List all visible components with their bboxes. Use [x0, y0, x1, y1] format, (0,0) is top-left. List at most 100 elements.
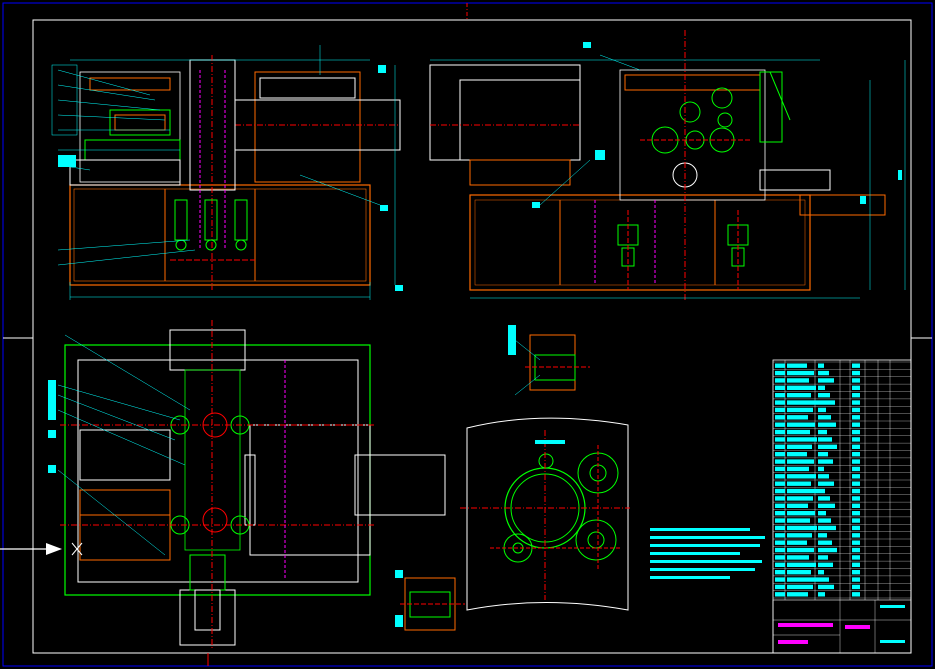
title-block-cell-text: [818, 562, 833, 567]
title-block-cell-text: [787, 496, 813, 501]
title-block-cell-text: [787, 481, 811, 486]
title-block-cell-text: [775, 400, 785, 405]
title-block-cell-text: [787, 466, 809, 472]
title-block-cell-text: [775, 584, 785, 590]
title-block-cell-text: [818, 400, 835, 405]
title-block-cell-text: [818, 452, 828, 457]
title-block-cell-text: [818, 474, 829, 479]
title-block-cell-text: [787, 444, 812, 449]
title-block-cell-text: [787, 400, 818, 405]
title-block-cell-text: [787, 562, 816, 567]
title-block-cell-text: [818, 577, 829, 582]
title-block-cell-text: [852, 370, 860, 376]
title-block-cell-text: [818, 459, 833, 464]
title-block-cell-text: [852, 429, 860, 435]
title-block-cell-text: [818, 444, 837, 449]
title-block-cell-text: [852, 459, 860, 464]
title-block-cell-text: [775, 407, 785, 413]
title-block-cell-text: [775, 562, 785, 567]
title-block-cell-text: [787, 459, 814, 464]
title-block-cell-text: [852, 511, 860, 516]
title-block-cell-text: [818, 547, 837, 553]
title-block-cell-text: [775, 555, 785, 560]
title-block-cell-text: [787, 363, 807, 368]
title-block-cell-text: [787, 429, 810, 435]
title-block-cell-text: [818, 503, 835, 508]
title-block-cell-text: [852, 555, 860, 560]
drawing-frame: [32, 19, 912, 654]
title-block-cell-text: [775, 540, 785, 545]
title-block-cell-text: [775, 452, 785, 457]
title-block-cell-text: [852, 400, 860, 405]
title-block-cell-text: [775, 481, 785, 486]
title-block-cell-text: [852, 452, 860, 457]
title-block-cell-text: [818, 422, 836, 427]
title-block-cell-text: [775, 422, 785, 427]
title-block-cell-text: [775, 570, 785, 575]
title-block-cell-text: [775, 496, 785, 501]
title-block-cell-text: [787, 488, 818, 494]
title-block-cell-text: [852, 415, 860, 420]
title-block-cell-text: [775, 437, 785, 442]
title-block-cell-text: [852, 466, 860, 472]
title-block-cell-text: [818, 525, 836, 531]
title-block-cell-text: [852, 393, 860, 398]
title-block-cell-text: [818, 437, 832, 442]
title-block-cell-text: [787, 547, 814, 553]
title-block-cell-text: [787, 540, 807, 545]
title-block-cell-text: [775, 363, 785, 368]
title-block-cell-text: [852, 474, 860, 479]
title-block-cell-text: [852, 547, 860, 553]
title-block-cell-text: [775, 592, 785, 597]
title-block-cell-text: [852, 437, 860, 442]
title-block-cell-text: [775, 488, 785, 494]
title-block-cell-text: [852, 570, 860, 575]
title-block-cell-text: [787, 503, 808, 508]
title-block-cell-text: [775, 511, 785, 516]
title-block-cell-text: [852, 533, 860, 538]
title-block-cell-text: [787, 452, 807, 457]
title-block-cell-text: [775, 466, 785, 472]
title-block-cell-text: [787, 474, 816, 479]
title-block-cell-text: [852, 363, 860, 368]
title-block-cell-text: [787, 437, 817, 442]
title-block-cell-text: [852, 503, 860, 508]
title-block-cell-text: [818, 570, 824, 575]
title-block-cell-text: [818, 496, 830, 501]
title-block-cell-text: [775, 385, 785, 390]
title-block-cell-text: [852, 488, 860, 494]
title-block-cell-text: [852, 496, 860, 501]
title-block-cell-text: [775, 429, 785, 435]
title-block-cell-text: [852, 518, 860, 523]
title-block-cell-text: [818, 466, 824, 472]
title-block-cell-text: [775, 415, 785, 420]
title-block-cell-text: [775, 503, 785, 508]
detail-view-a: [508, 325, 590, 396]
tech-notes-block: [650, 528, 765, 579]
title-block-cell-text: [852, 562, 860, 567]
title-block-cell-text: [787, 422, 815, 427]
title-block-cell-text: [775, 459, 785, 464]
title-block-cell-text: [787, 592, 808, 597]
title-block-cell-text: [818, 407, 826, 413]
title-block-cell-text: [775, 533, 785, 538]
title-block-cell-text: [775, 393, 785, 398]
title-block-cell-text: [818, 540, 832, 545]
side-elevation-view: [429, 30, 906, 300]
title-block-cell-text: [787, 511, 815, 516]
title-block-cell-text: [787, 570, 811, 575]
title-block-cell-text: [852, 592, 860, 597]
title-block-cell-text: [775, 525, 785, 531]
title-block-cell-text: [775, 547, 785, 553]
title-block-cell-text: [852, 385, 860, 390]
title-block-cell-text: [818, 370, 829, 376]
title-block-cell-text: [852, 584, 860, 590]
title-block-cell-text: [852, 481, 860, 486]
title-block-cell-text: [818, 592, 825, 597]
title-block-cell-text: [775, 378, 785, 383]
title-block-cell-text: [787, 577, 818, 582]
title-block-cell-text: [852, 444, 860, 449]
title-block-cell-text: [818, 385, 825, 390]
title-block-cell-text: [787, 525, 817, 531]
